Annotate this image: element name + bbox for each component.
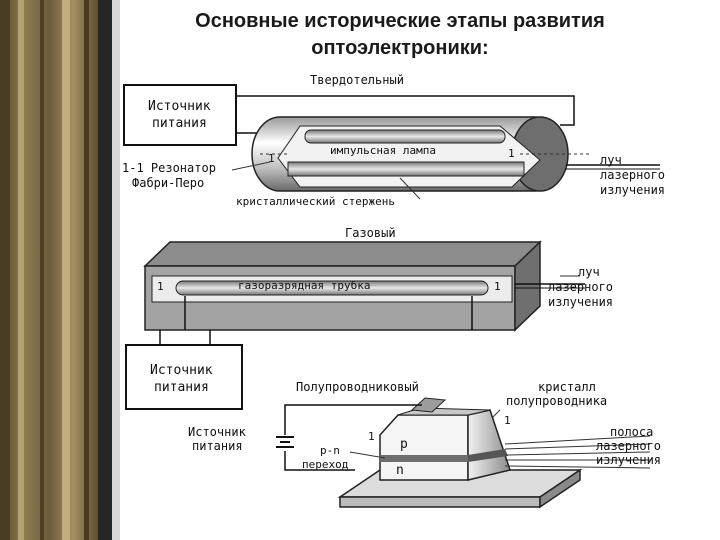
power-source-label: питания (192, 439, 243, 453)
gas-laser-diagram: Газовый газоразрядная трубка 1 1 луч лаз… (125, 226, 613, 410)
mirror-marker: 1 (504, 414, 511, 427)
mirror-marker: 1 (494, 280, 501, 293)
rod-label: кристаллический стержень (236, 195, 395, 208)
slide-title-line-2: оптоэлектроники: (311, 37, 489, 59)
band-label: полоса (610, 425, 653, 439)
solid-state-heading: Твердотельный (310, 73, 404, 87)
gas-box-side (514, 240, 541, 332)
flash-lamp (304, 129, 506, 144)
beam-label: лазерного (548, 280, 613, 294)
slide-title-line-1: Основные исторические этапы развития (195, 10, 605, 32)
beam-label: излучения (600, 183, 665, 197)
solid-state-laser-diagram: Твердотельный Источник питания 1-1 Резон… (122, 73, 665, 208)
beam-label: излучения (548, 295, 613, 309)
power-source-label: питания (154, 380, 209, 395)
band-label: излучения (596, 453, 661, 467)
beam-label: луч (578, 265, 600, 279)
semiconductor-crystal-front (379, 414, 469, 481)
lamp-label: импульсная лампа (330, 144, 436, 157)
power-source-box (123, 84, 237, 146)
p-region-label: р (400, 437, 408, 452)
power-wire (236, 95, 575, 126)
gas-discharge-tube (175, 280, 489, 296)
resonator-label: Фабри-Перо (132, 176, 204, 190)
base-plate-side (539, 468, 581, 509)
mirror-marker: 1 (508, 147, 515, 160)
mirror-marker: 1 (157, 280, 164, 293)
power-source-box (125, 344, 243, 410)
power-wire (284, 451, 355, 471)
crystal-label: полупроводника (506, 394, 607, 408)
gas-heading: Газовый (345, 226, 396, 240)
power-source-label: Источник (148, 99, 211, 114)
base-plate-front (339, 496, 541, 508)
pn-junction-band (380, 455, 468, 462)
beam-label: луч (600, 153, 622, 167)
beam-label: лазерного (600, 168, 665, 182)
junction-label: переход (302, 458, 349, 471)
n-region-label: n (396, 463, 404, 478)
semiconductor-laser-diagram: Полупроводниковый кристалл полупроводник… (188, 380, 661, 509)
power-wire (284, 404, 422, 441)
emission-band (504, 435, 651, 445)
wood-border (0, 0, 120, 540)
tube-label: газоразрядная трубка (238, 279, 370, 292)
crystal-label: кристалл (538, 380, 596, 394)
crystal-rod (287, 161, 525, 177)
junction-label: р-n (320, 444, 340, 457)
gas-box-top (143, 241, 542, 267)
band-label: лазерного (596, 439, 661, 453)
power-source-label: Источник (188, 425, 247, 439)
power-source-label: питания (152, 116, 207, 131)
resonator-label: 1-1 Резонатор (122, 161, 216, 175)
mirror-marker: 1 (368, 430, 375, 443)
power-source-label: Источник (150, 363, 213, 378)
top-contact (410, 397, 447, 413)
mirror-marker: 1 (268, 152, 275, 165)
semiconductor-heading: Полупроводниковый (296, 380, 419, 394)
